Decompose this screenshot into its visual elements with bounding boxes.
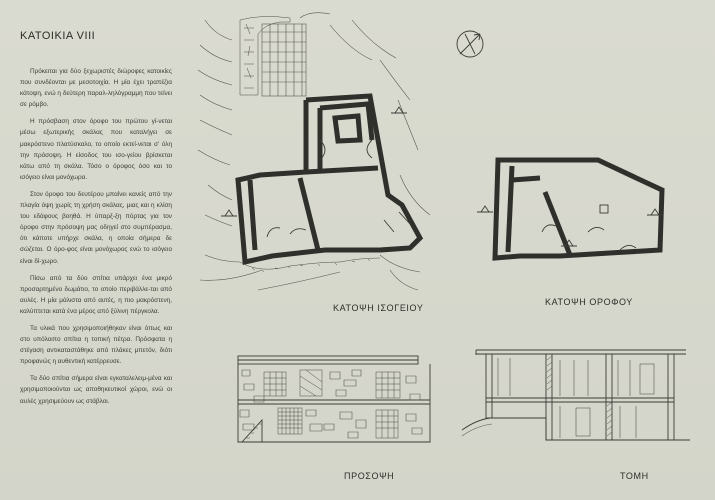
- upper-floor-plan: [477, 157, 665, 261]
- upper-plan-label: ΚΑΤΟΨΗ ΟΡΟΦΟΥ: [545, 297, 633, 307]
- north-arrow-icon: [456, 30, 484, 58]
- facade-label: ΠΡΟΣΟΨΗ: [344, 471, 395, 481]
- ground-floor-plan: [197, 12, 431, 291]
- section-drawing: [461, 349, 690, 441]
- description-text: Πρόκειται για δύο ξεχωριστές διώροφες κα…: [20, 66, 172, 413]
- page-title: ΚΑΤΟΙΚΙΑ VIII: [20, 30, 96, 42]
- facade-drawing: [237, 355, 431, 443]
- section-label: ΤΟΜΗ: [620, 471, 649, 481]
- paragraph: Η πρόσβαση στον όροφο του πρώτου γί-νετα…: [20, 118, 172, 181]
- paragraph: Στον όροφο του δευτέρου μπαίνει κανείς α…: [20, 190, 172, 265]
- paragraph: Πρόκειται για δύο ξεχωριστές διώροφες κα…: [20, 68, 172, 109]
- ground-plan-label: ΚΑΤΟΨΗ ΙΣΟΓΕΙΟΥ: [333, 303, 424, 313]
- paragraph: Τα δύο σπίτια σήμερα είναι εγκαταλελειμ-…: [20, 375, 172, 405]
- paragraph: Τα υλικά που χρησιμοποιήθηκαν είναι όπως…: [20, 324, 172, 366]
- paragraph: Πίσω από τα δύο σπίτια υπάρχει ένα μικρό…: [20, 274, 172, 315]
